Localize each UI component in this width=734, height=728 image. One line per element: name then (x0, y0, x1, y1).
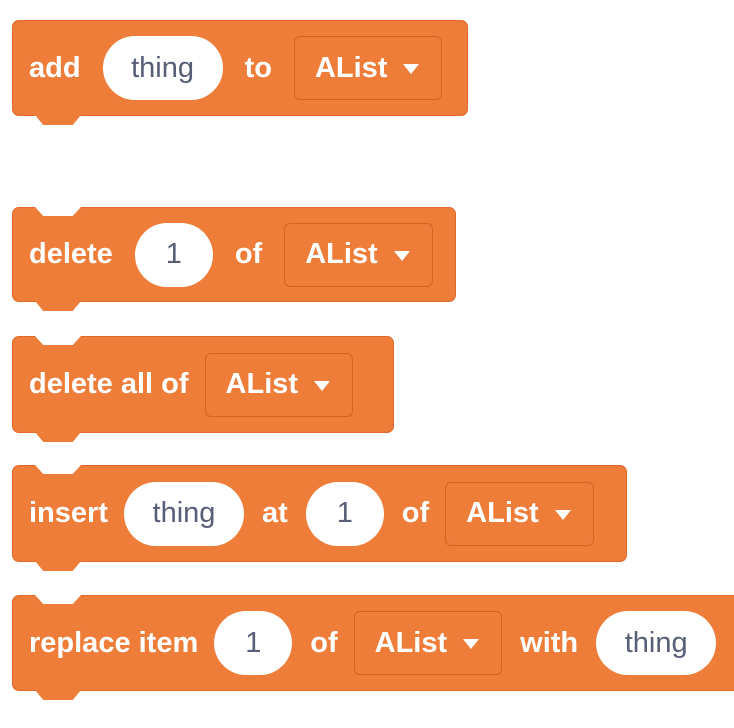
list-dropdown[interactable]: AList (284, 222, 433, 287)
caret-down-icon (403, 64, 420, 74)
block-top-notch (35, 595, 81, 604)
caret-down-icon (393, 250, 410, 261)
block-top-notch (35, 465, 81, 474)
block-label-to: to (244, 51, 272, 84)
insert-item-block[interactable]: insert thing at 1 of AList (12, 465, 627, 571)
thing-input[interactable]: thing (102, 36, 223, 100)
index-input[interactable]: 1 (134, 222, 213, 287)
index-input[interactable]: 1 (214, 611, 293, 675)
block-label-replace-item: replace item (29, 626, 199, 659)
block-label-with: with (520, 626, 579, 659)
block-label-of: of (310, 626, 338, 659)
list-dropdown-value: AList (314, 51, 388, 84)
block-label-delete-all: delete all of (29, 368, 189, 400)
block-label-delete: delete (29, 238, 113, 270)
block-label-at: at (261, 497, 288, 529)
block-bottom-notch (35, 432, 81, 442)
delete-item-block[interactable]: delete 1 of AList (12, 207, 456, 311)
block-bottom-notch (35, 115, 81, 125)
replace-item-block[interactable]: replace item 1 of AList with thing (12, 595, 734, 700)
list-dropdown[interactable]: AList (204, 352, 354, 417)
thing-input[interactable]: thing (123, 481, 244, 546)
list-dropdown-value: AList (225, 368, 299, 400)
caret-down-icon (314, 380, 331, 391)
block-bottom-notch (35, 301, 81, 311)
list-dropdown-value: AList (305, 238, 378, 270)
block-label-of: of (401, 497, 430, 529)
thing-input[interactable]: thing (596, 611, 717, 675)
block-top-notch (35, 336, 81, 345)
list-dropdown[interactable]: AList (353, 611, 503, 675)
caret-down-icon (554, 509, 571, 520)
block-bottom-notch (35, 561, 81, 571)
caret-down-icon (463, 639, 480, 649)
block-label-insert: insert (29, 497, 108, 529)
list-dropdown[interactable]: AList (445, 481, 594, 546)
block-top-notch (35, 207, 81, 216)
list-dropdown-value: AList (466, 497, 539, 529)
block-label-of: of (234, 238, 263, 270)
list-dropdown[interactable]: AList (293, 36, 443, 100)
list-dropdown-value: AList (374, 626, 448, 659)
add-to-list-block[interactable]: add thing to AList (12, 20, 468, 125)
index-input[interactable]: 1 (305, 481, 384, 546)
block-label-add: add (29, 51, 81, 84)
delete-all-block[interactable]: delete all of AList (12, 336, 394, 442)
block-bottom-notch (35, 690, 81, 700)
